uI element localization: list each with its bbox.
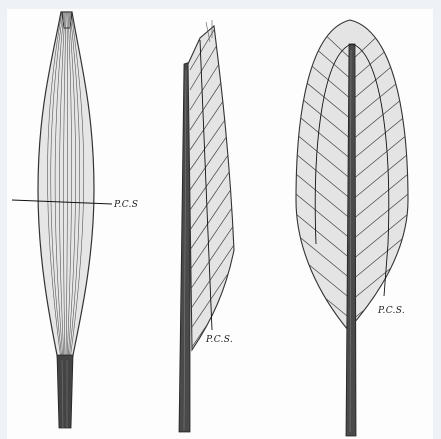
fusiform-lower-tendon	[57, 355, 73, 428]
fusiform-pcs-label: P.C.S	[113, 200, 138, 210]
unipennate-pcs-label: P.C.S.	[205, 335, 233, 345]
fusiform-muscle: P.C.S	[12, 12, 138, 428]
unipennate-muscle: P.C.S.	[179, 20, 240, 432]
bipennate-muscle: P.C.S.	[296, 20, 408, 436]
fusiform-belly	[38, 12, 94, 360]
bipennate-pcs-label: P.C.S.	[377, 306, 405, 316]
